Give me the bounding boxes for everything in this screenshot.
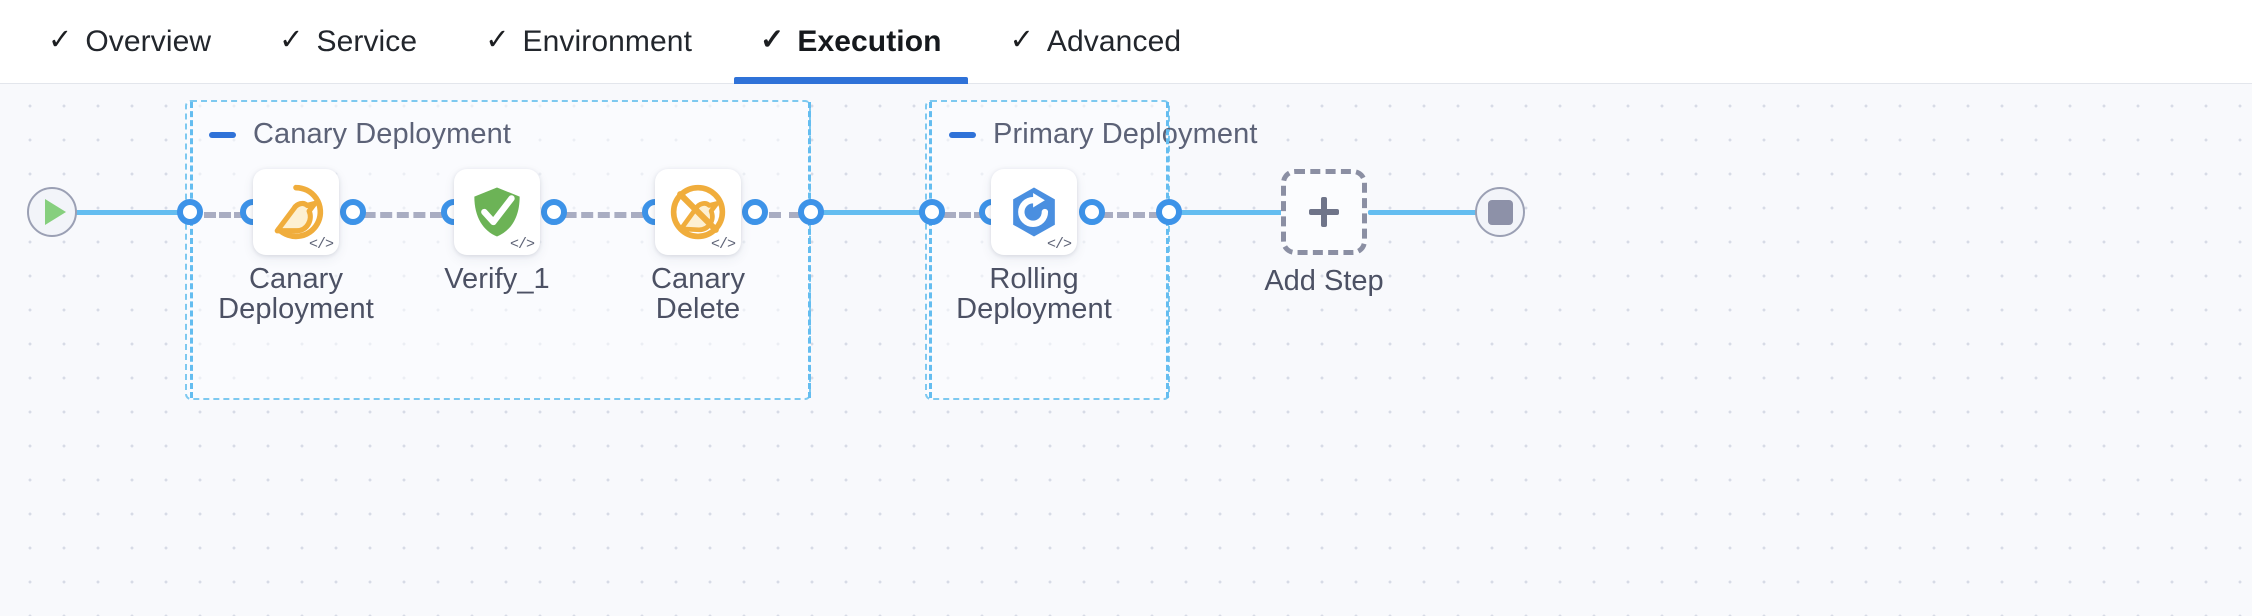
inline-code-badge[interactable]: </>	[308, 236, 334, 253]
wizard-tab-bar: ✓ Overview ✓ Service ✓ Environment ✓ Exe…	[0, 0, 2252, 84]
group-header: Canary Deployment	[209, 118, 511, 151]
wire-dashed-segment	[347, 212, 442, 218]
plus-icon	[1309, 197, 1339, 227]
inline-code-badge[interactable]: </>	[710, 236, 736, 253]
step-label: Rolling Deployment	[944, 263, 1124, 325]
minus-icon[interactable]	[209, 131, 236, 138]
wire-dashed-segment	[548, 212, 643, 218]
wire-dashed-segment	[944, 212, 986, 218]
connector-dot[interactable]	[919, 199, 945, 225]
tab-overview[interactable]: ✓ Overview	[14, 0, 245, 84]
step-label-line1: Rolling	[989, 263, 1079, 295]
step-label-line2: Deployment	[218, 292, 374, 325]
check-mark-icon: ✓	[760, 24, 785, 56]
play-icon	[45, 199, 66, 225]
connector-dot[interactable]	[1079, 199, 1105, 225]
step-card[interactable]: </>	[655, 169, 741, 255]
group-title: Canary Deployment	[253, 118, 511, 150]
check-mark-icon: ✓	[485, 24, 510, 56]
pipeline-end-node[interactable]	[1475, 187, 1525, 237]
tab-execution[interactable]: ✓ Execution	[726, 0, 976, 84]
inline-code-badge[interactable]: </>	[1046, 236, 1072, 253]
check-mark-icon: ✓	[1009, 24, 1034, 56]
wire-dashed-segment	[1085, 212, 1161, 218]
tab-label: Environment	[522, 24, 693, 58]
inline-code-badge[interactable]: </>	[509, 236, 535, 253]
wire-dashed-segment	[204, 212, 246, 218]
active-tab-indicator	[734, 76, 968, 84]
canary-bird-icon	[274, 184, 324, 240]
drop-guide-line	[929, 102, 932, 398]
step-canary-deployment[interactable]: </> Canary Deployment	[218, 169, 374, 324]
stop-icon	[1487, 199, 1513, 225]
connector-dot[interactable]	[798, 199, 824, 225]
pipeline-canvas[interactable]: Canary Deployment Primary Deployment	[0, 84, 2252, 616]
wire-between-groups	[810, 210, 935, 215]
group-title: Primary Deployment	[993, 118, 1258, 150]
tab-environment[interactable]: ✓ Environment	[451, 0, 726, 84]
drop-guide-line	[190, 102, 193, 398]
wire-dashed-segment	[749, 212, 801, 218]
tab-label: Overview	[85, 24, 212, 58]
step-label: Verify_1	[407, 263, 587, 295]
wire-group-to-addstep	[1170, 210, 1290, 215]
wire-addstep-to-end	[1368, 210, 1488, 215]
add-step-label: Add Step	[1264, 265, 1384, 297]
add-step-box[interactable]	[1281, 169, 1367, 255]
step-label: Canary Deployment	[206, 263, 386, 325]
shield-check-icon	[474, 187, 520, 237]
tab-label: Advanced	[1046, 24, 1182, 58]
connector-dot[interactable]	[340, 199, 366, 225]
connector-dot[interactable]	[742, 199, 768, 225]
step-label: Canary Delete	[608, 263, 788, 325]
drop-guide-line	[1166, 102, 1169, 398]
step-label-line1: Verify_1	[444, 263, 550, 295]
add-step-button[interactable]: Add Step	[1264, 169, 1384, 297]
step-verify-1[interactable]: </> Verify_1	[444, 169, 550, 294]
tab-label: Execution	[797, 24, 942, 58]
drop-guide-line	[808, 102, 811, 398]
step-card[interactable]: </>	[454, 169, 540, 255]
check-mark-icon: ✓	[48, 24, 73, 56]
step-label-line1: Canary	[248, 263, 344, 295]
tab-service[interactable]: ✓ Service	[245, 0, 451, 84]
step-label-line2: Deployment	[956, 292, 1112, 325]
group-header: Primary Deployment	[949, 118, 1258, 151]
tab-advanced[interactable]: ✓ Advanced	[976, 0, 1216, 84]
step-label-line1: Canary Delete	[650, 263, 746, 325]
canary-bird-delete-icon	[670, 184, 726, 240]
wire-start-to-group	[70, 210, 195, 215]
rolling-deployment-icon	[1013, 187, 1055, 237]
connector-dot[interactable]	[541, 199, 567, 225]
step-card[interactable]: </>	[991, 169, 1077, 255]
step-rolling-deployment[interactable]: </> Rolling Deployment	[956, 169, 1112, 324]
tab-label: Service	[316, 24, 418, 58]
step-card[interactable]: </>	[253, 169, 339, 255]
connector-dot[interactable]	[177, 199, 203, 225]
pipeline-start-node[interactable]	[27, 187, 77, 237]
minus-icon[interactable]	[949, 131, 976, 138]
step-canary-delete[interactable]: </> Canary Delete	[651, 169, 745, 324]
check-mark-icon: ✓	[279, 24, 304, 56]
connector-dot[interactable]	[1156, 199, 1182, 225]
